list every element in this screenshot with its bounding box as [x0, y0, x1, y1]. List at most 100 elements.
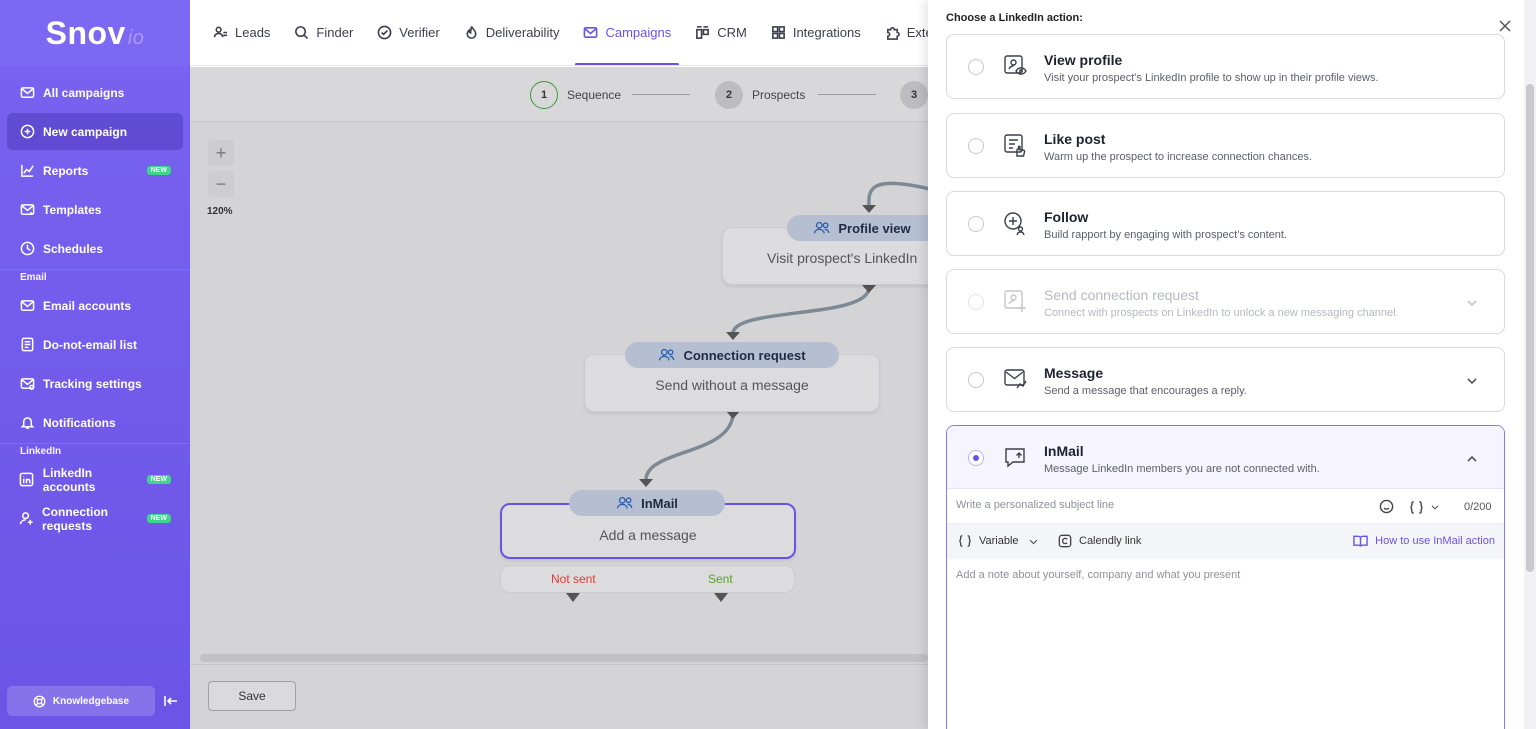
connection-request-icon	[1002, 288, 1028, 314]
option-view-profile[interactable]: View profile Visit your prospect's Linke…	[946, 34, 1505, 99]
sidebar-item-label: LinkedIn accounts	[42, 465, 96, 494]
close-icon[interactable]	[1498, 19, 1514, 35]
option-inmail[interactable]: InMail Message LinkedIn members you are …	[946, 425, 1505, 729]
radio-button-selected[interactable]	[968, 450, 984, 466]
flow-connectors	[566, 181, 928, 602]
mail-icon	[19, 298, 35, 314]
topnav-leads[interactable]: Leads	[213, 0, 270, 65]
zoom-in-button[interactable]: +	[208, 140, 234, 166]
horizontal-scrollbar[interactable]	[200, 654, 928, 662]
topnav-integrations[interactable]: Integrations	[771, 0, 861, 65]
bell-icon	[19, 415, 35, 431]
clock-icon	[19, 241, 35, 257]
variable-braces-icon[interactable]	[1409, 498, 1441, 516]
step-prospects[interactable]: 2 Prospects	[715, 81, 805, 109]
node-title-text: InMail	[641, 495, 678, 511]
topnav-crm[interactable]: CRM	[695, 0, 747, 65]
sidebar-item-connection-requests[interactable]: Connection requests NEW	[7, 500, 183, 537]
topnav-deliverability[interactable]: Deliverability	[464, 0, 559, 65]
crm-icon	[696, 26, 710, 39]
option-title: Like post	[1044, 131, 1106, 147]
option-inmail-header[interactable]	[947, 426, 1504, 489]
sidebar-item-schedules[interactable]: Schedules	[7, 230, 183, 267]
step-three[interactable]: 3	[900, 81, 928, 109]
sidebar-item-label: All campaigns	[43, 85, 125, 100]
users-icon	[659, 348, 675, 361]
sidebar-item-linkedin-accounts[interactable]: LinkedIn accounts NEW	[7, 461, 183, 498]
topnav-campaigns[interactable]: Campaigns	[575, 0, 679, 65]
topnav-label: CRM	[717, 25, 747, 40]
radio-button[interactable]	[968, 138, 984, 154]
variable-label: Variable	[979, 535, 1019, 547]
subject-input[interactable]	[956, 499, 1356, 511]
option-description: Connect with prospects on LinkedIn to un…	[1044, 307, 1399, 319]
editor-toolbar: Variable Calendly link How to use InMail…	[947, 524, 1504, 559]
sidebar-item-reports[interactable]: Reports NEW	[7, 152, 183, 189]
sidebar-item-do-not-email-list[interactable]: Do-not-email list	[7, 326, 183, 363]
collapse-sidebar-icon[interactable]	[163, 693, 179, 709]
scrollbar-thumb[interactable]	[1526, 84, 1534, 572]
sequence-canvas: 1 Sequence 2 Prospects 3 + − 120%	[190, 67, 928, 729]
topnav-label: Finder	[316, 25, 354, 40]
sidebar-item-all-campaigns[interactable]: All campaigns	[7, 74, 183, 111]
variable-dropdown[interactable]: Variable	[958, 534, 1046, 548]
inmail-icon	[1002, 444, 1028, 470]
radio-button[interactable]	[968, 59, 984, 75]
topnav-extensions[interactable]: Extensio	[885, 0, 928, 65]
topnav-verifier[interactable]: Verifier	[377, 0, 440, 65]
sidebar-item-label: Templates	[43, 202, 102, 217]
top-navigation: Leads Finder Verifier Deliverability Cam…	[190, 0, 928, 66]
topnav-label: Extensio	[906, 25, 928, 40]
branch-sent[interactable]: Sent	[708, 572, 733, 586]
new-badge: NEW	[146, 514, 171, 523]
option-title: Message	[1044, 365, 1104, 381]
chevron-up-icon[interactable]	[1466, 452, 1480, 466]
branch-outcomes: Not sent Sent	[500, 565, 795, 593]
message-textarea[interactable]	[956, 569, 1494, 729]
flame-icon	[466, 26, 477, 39]
emoji-icon[interactable]	[1379, 499, 1395, 515]
how-to-inmail-link[interactable]: How to use InMail action	[1353, 534, 1495, 548]
sidebar-item-templates[interactable]: Templates	[7, 191, 183, 228]
sidebar-item-tracking-settings[interactable]: Tracking settings	[7, 365, 183, 402]
chevron-down-icon	[1466, 296, 1480, 310]
sidebar-item-label: Schedules	[43, 241, 104, 256]
node-title-inmail: InMail	[569, 490, 725, 516]
step-sequence[interactable]: 1 Sequence	[530, 81, 621, 109]
book-icon	[1353, 535, 1368, 547]
branch-not-sent[interactable]: Not sent	[551, 572, 596, 586]
calendly-link-button[interactable]: Calendly link	[1058, 534, 1141, 548]
zoom-out-button[interactable]: −	[208, 171, 234, 197]
topnav-finder[interactable]: Finder	[294, 0, 354, 65]
mail-icon	[584, 27, 598, 38]
radio-button[interactable]	[968, 216, 984, 232]
option-like-post[interactable]: Like post Warm up the prospect to increa…	[946, 113, 1505, 178]
sidebar-item-label: Connection requests	[42, 504, 108, 533]
zoom-level: 120%	[207, 206, 233, 217]
topnav-label: Verifier	[399, 25, 440, 40]
node-body: Visit prospect's LinkedIn	[767, 250, 918, 266]
follow-icon	[1002, 210, 1028, 236]
sidebar-item-notifications[interactable]: Notifications	[7, 404, 183, 441]
option-follow[interactable]: Follow Build rapport by engaging with pr…	[946, 191, 1505, 256]
users-icon	[814, 221, 830, 234]
sidebar-item-new-campaign[interactable]: New campaign	[7, 113, 183, 150]
sidebar-nav: All campaigns New campaign Reports NEW T…	[0, 66, 190, 537]
brand-name: Snov	[45, 14, 126, 51]
option-title: InMail	[1044, 443, 1084, 459]
knowledgebase-label: Knowledgebase	[52, 695, 130, 707]
sidebar-item-email-accounts[interactable]: Email accounts	[7, 287, 183, 324]
option-title: Follow	[1044, 209, 1089, 225]
chevron-down-icon[interactable]	[1466, 374, 1480, 388]
panel-scrollbar[interactable]	[1524, 0, 1536, 729]
option-message[interactable]: Message Send a message that encourages a…	[946, 347, 1505, 412]
topnav-label: Campaigns	[605, 25, 672, 40]
save-button[interactable]: Save	[208, 681, 296, 711]
brand-suffix: io	[127, 26, 145, 49]
radio-button[interactable]	[968, 372, 984, 388]
chevron-down-icon	[1029, 539, 1037, 544]
knowledgebase-button[interactable]: Knowledgebase	[7, 686, 155, 716]
option-title: Send connection request	[1044, 287, 1199, 303]
lifebuoy-icon	[33, 695, 46, 707]
